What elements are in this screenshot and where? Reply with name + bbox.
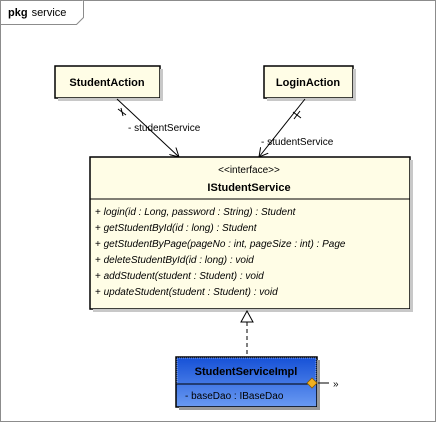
class-student-action[interactable]: StudentAction (54, 65, 163, 101)
realization-link (240, 309, 254, 357)
association-role: - studentService (128, 123, 201, 134)
method-row: + updateStudent(student : Student) : voi… (95, 287, 278, 298)
association-loginaction: - studentService (259, 98, 334, 157)
package-keyword: pkg (8, 7, 28, 19)
association-role: - studentService (261, 137, 334, 148)
login-action-name: LoginAction (276, 77, 340, 89)
association-studentaction: - studentService (116, 98, 201, 157)
collapsed-marker[interactable]: » (333, 379, 339, 390)
package-title: pkg service (8, 7, 66, 19)
method-row: + login(id : Long, password : String) : … (95, 207, 297, 218)
method-row: + addStudent(student : Student) : void (95, 271, 264, 282)
navigability-x-icon (117, 107, 127, 117)
realization-triangle-icon (240, 309, 254, 323)
method-row: + getStudentByPage(pageNo : int, pageSiz… (95, 239, 346, 250)
method-row: + getStudentById(id : long) : Student (95, 223, 258, 234)
impl-name: StudentServiceImpl (195, 366, 298, 378)
impl-attribute: - baseDao : IBaseDao (185, 391, 284, 402)
student-action-name: StudentAction (69, 77, 144, 89)
interface-stereotype: <<interface>> (218, 165, 280, 176)
class-student-service-impl[interactable]: StudentServiceImpl - baseDao : IBaseDao … (175, 356, 339, 410)
interface-name: IStudentService (207, 182, 290, 194)
class-istudent-service[interactable]: <<interface>> IStudentService + login(id… (89, 156, 413, 312)
navigability-x-icon (292, 110, 302, 120)
selection-handle-icon[interactable] (306, 377, 318, 389)
class-login-action[interactable]: LoginAction (263, 65, 356, 101)
package-name: service (32, 7, 67, 19)
method-list: + login(id : Long, password : String) : … (95, 207, 346, 298)
method-row: + deleteStudentById(id : long) : void (95, 255, 254, 266)
